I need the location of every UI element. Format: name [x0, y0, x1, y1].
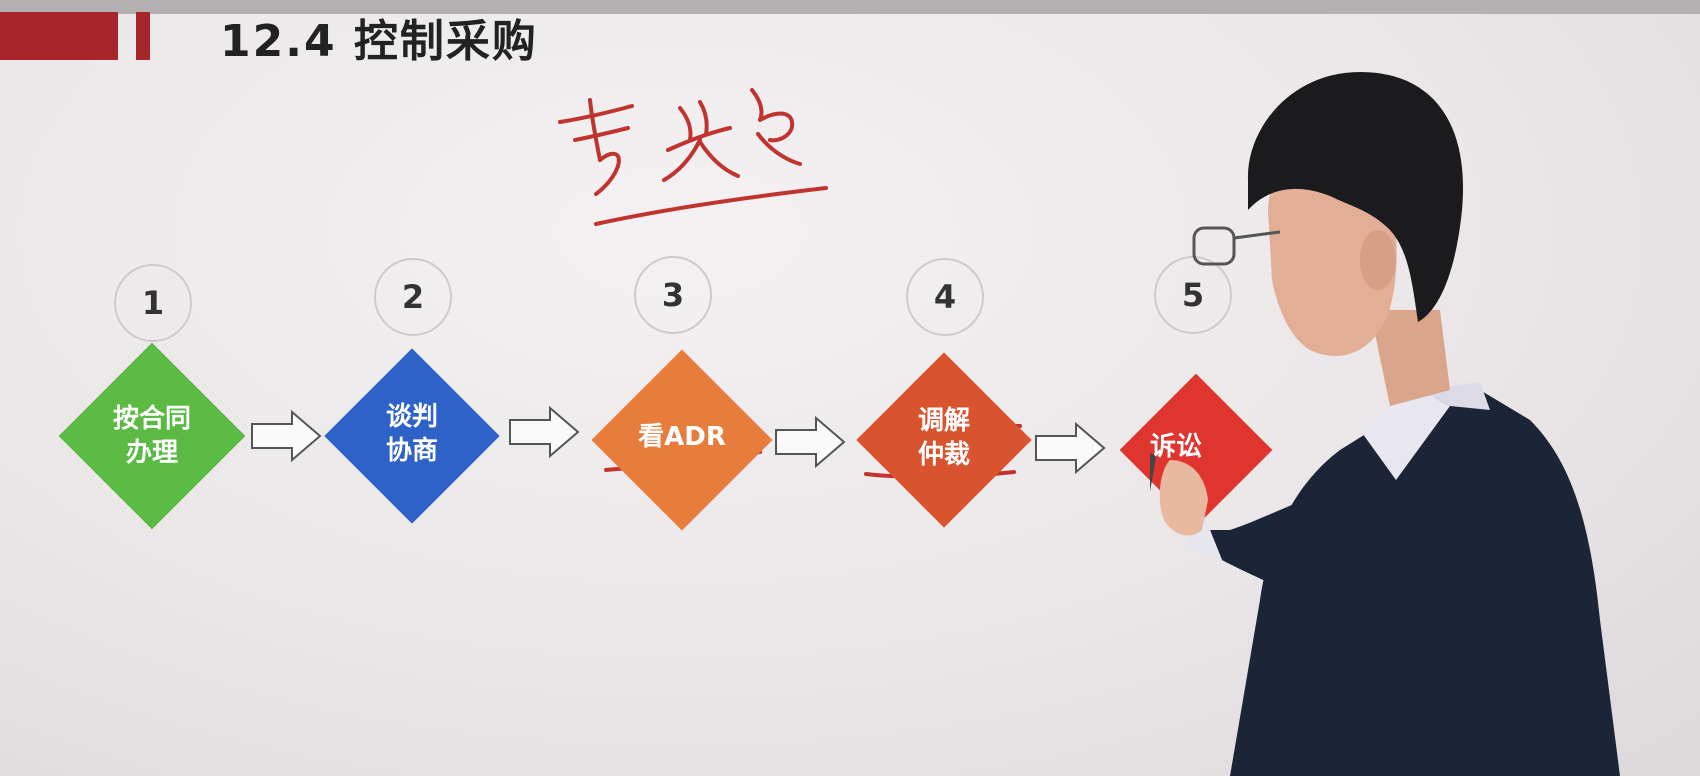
step-label: 按合同 办理	[77, 402, 227, 470]
step-number-circle: 2	[374, 258, 452, 336]
step-label: 谈判 协商	[337, 400, 487, 468]
step-number-circle: 4	[906, 258, 984, 336]
brand-block	[0, 12, 118, 60]
brand-stripe	[136, 12, 150, 60]
presenter-figure	[1150, 72, 1620, 776]
step-label-line1: 诉讼	[1149, 432, 1202, 462]
step-number-circle: 3	[634, 256, 712, 334]
step-number-circle: 1	[114, 264, 192, 342]
step-label-line2: 办理	[125, 438, 178, 468]
step-label-line1: 调解	[917, 406, 970, 436]
arrow-right-icon	[1035, 422, 1106, 474]
step-label: 看ADR	[607, 420, 757, 454]
step-label-line2: 协商	[385, 436, 438, 466]
arrow-right-icon	[251, 410, 322, 462]
step-label-line1: 谈判	[385, 402, 438, 432]
step-label-line1: 按合同	[112, 404, 191, 434]
arrow-right-icon	[509, 406, 580, 458]
step-label-line2: 仲裁	[917, 440, 970, 470]
slide-title: 12.4 控制采购	[220, 16, 538, 67]
step-label-line1: 看ADR	[638, 422, 726, 452]
step-label: 调解 仲裁	[869, 404, 1019, 472]
arrow-right-icon	[775, 416, 846, 468]
step-label: 诉讼	[1101, 430, 1251, 464]
top-bar	[0, 0, 1700, 14]
